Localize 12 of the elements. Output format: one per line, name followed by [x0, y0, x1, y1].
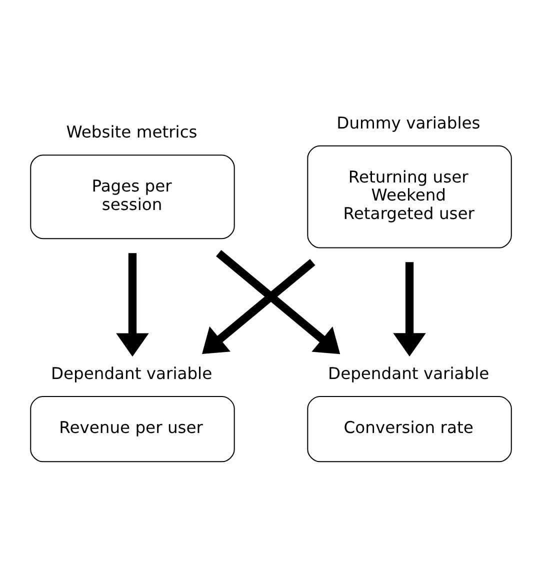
node-box: Revenue per user	[30, 396, 235, 462]
node-label: Dependant variable	[51, 364, 212, 383]
arrow	[202, 258, 316, 354]
arrow	[116, 253, 149, 357]
node-label: Dummy variables	[336, 113, 480, 132]
node-box: Pages per session	[30, 154, 235, 240]
node-label: Website metrics	[66, 122, 198, 142]
node-box: Returning user Weekend Retargeted user	[307, 145, 512, 248]
node-label: Dependant variable	[328, 364, 490, 383]
arrow	[216, 250, 340, 354]
arrow	[393, 262, 426, 357]
node-box: Conversion rate	[307, 396, 512, 462]
